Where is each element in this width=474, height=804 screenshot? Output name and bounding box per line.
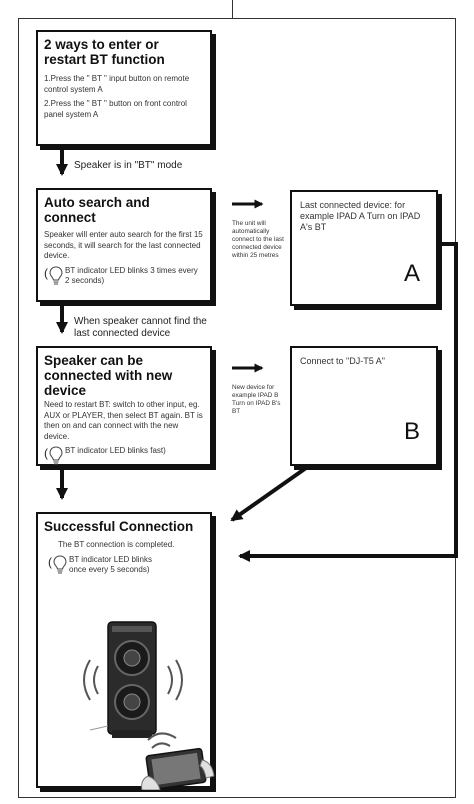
new-device-body: Need to restart BT: switch to other inpu… — [44, 400, 203, 441]
enter-bt-way-1: 1.Press the " BT " input button on remot… — [44, 74, 190, 94]
new-device-led-text: BT indicator LED blinks fast) — [65, 446, 166, 455]
success-led-row: ( BT indicator LED blinks once every 5 s… — [44, 555, 204, 576]
led-bulb-icon — [49, 446, 63, 465]
bt-mode-caption: Speaker is in "BT" mode — [74, 160, 183, 171]
enter-bt-title: 2 ways to enter or restart BT function — [44, 37, 165, 67]
auto-connect-note: The unit will automatically connect to t… — [232, 220, 284, 259]
auto-search-body: Speaker will enter auto search for the f… — [44, 230, 203, 260]
enter-bt-box: 2 ways to enter or restart BT function 1… — [36, 30, 212, 146]
device-b-box: Connect to "DJ-T5 A" — [290, 346, 438, 466]
success-led-text: BT indicator LED blinks once every 5 sec… — [69, 554, 152, 575]
hand-icon — [141, 759, 215, 790]
led-bulb-icon — [53, 554, 67, 573]
speaker-tablet-illustration — [83, 621, 215, 790]
success-body: The BT connection is completed. — [58, 540, 175, 549]
auto-search-led-row: ( BT indicator LED blinks 3 times every … — [44, 266, 204, 287]
auto-search-led-text: BT indicator LED blinks 3 times every 2 … — [65, 265, 198, 286]
auto-search-title: Auto search and connect — [44, 195, 150, 225]
top-connector-line — [232, 0, 233, 18]
device-a-box: Last connected device: for example IPAD … — [290, 190, 438, 306]
tablet-icon — [145, 747, 207, 790]
success-title: Successful Connection — [44, 519, 194, 534]
device-a-text: Last connected device: for example IPAD … — [300, 200, 421, 232]
new-device-note: New device for example IPAD B Turn on IP… — [232, 384, 281, 415]
auto-search-box: Auto search and connect Speaker will ent… — [36, 188, 212, 302]
led-bulb-icon — [49, 265, 63, 284]
led-paren: ( — [48, 554, 52, 569]
new-device-box: Speaker can be connected with new device… — [36, 346, 212, 466]
led-paren: ( — [44, 265, 48, 280]
speaker-icon — [107, 621, 157, 738]
wireless-waves-icon — [83, 659, 183, 749]
cannot-find-caption: When speaker cannot find the last connec… — [74, 316, 207, 339]
device-b-letter: B — [404, 418, 421, 445]
led-paren: ( — [44, 446, 48, 460]
enter-bt-way-2: 2.Press the " BT " button on front contr… — [44, 99, 187, 119]
device-a-letter: A — [404, 260, 421, 287]
device-b-text: Connect to "DJ-T5 A" — [300, 356, 385, 366]
new-device-title: Speaker can be connected with new device — [44, 353, 173, 398]
new-device-led-row: ( BT indicator LED blinks fast) — [44, 446, 204, 466]
